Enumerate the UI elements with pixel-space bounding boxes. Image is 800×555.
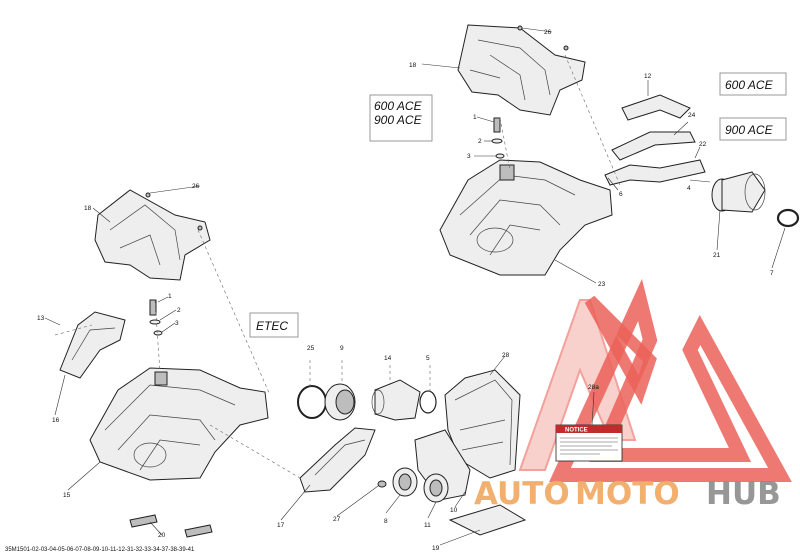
callout-15: 15	[63, 492, 71, 499]
callout-18-upper: 18	[409, 62, 417, 69]
intake-boot	[711, 171, 766, 213]
callout-9: 9	[340, 345, 344, 352]
callout-numbers: 26 18 1 2 3 12 24 22 4 6 21 7 23 26 18 1…	[37, 29, 774, 552]
airbox-lower	[89, 367, 269, 481]
hose-clamp	[776, 208, 800, 228]
engine-label-900-ace-combo: 900 ACE	[374, 113, 423, 127]
callout-28a: 28a	[588, 384, 599, 391]
callout-1-lower: 1	[168, 293, 172, 300]
callout-21: 21	[713, 252, 721, 259]
callout-26-lower: 26	[192, 183, 200, 190]
cover-plate	[59, 311, 126, 379]
etec-adaptor-14	[371, 379, 421, 421]
watermark-word-moto: MOTO	[575, 476, 680, 512]
callout-13: 13	[37, 315, 45, 322]
lower-duct	[299, 427, 376, 493]
engine-label-900-ace: 900 ACE	[725, 123, 774, 137]
engine-label-600-ace: 600 ACE	[725, 78, 774, 92]
etec-ring-9	[324, 383, 356, 421]
callout-28: 28	[502, 352, 510, 359]
callout-2-lower: 2	[177, 307, 181, 314]
callout-20: 20	[158, 532, 166, 539]
callout-8: 8	[384, 518, 388, 525]
etec-oring-5	[419, 390, 437, 414]
fasteners-lower	[149, 299, 163, 336]
callout-10: 10	[450, 507, 458, 514]
assembly-centerlines	[54, 54, 621, 479]
leader-lines	[44, 27, 786, 546]
callout-23: 23	[598, 281, 606, 288]
airbox-upper	[439, 159, 613, 276]
callout-19: 19	[432, 545, 440, 552]
callout-16: 16	[52, 417, 60, 424]
engine-label-etec: ETEC	[256, 319, 288, 333]
callout-22: 22	[699, 141, 707, 148]
hoses-upper	[604, 94, 706, 186]
notice-sticker: NOTICE	[555, 424, 623, 462]
etec-manifold-8-11	[392, 429, 471, 503]
callout-3-upper: 3	[467, 153, 471, 160]
fasteners-upper	[491, 117, 505, 159]
callout-17: 17	[277, 522, 285, 529]
callout-12: 12	[644, 73, 652, 80]
engine-label-600-ace-combo: 600 ACE	[374, 99, 423, 113]
callout-11: 11	[424, 522, 431, 529]
watermark-word-auto: AUTO	[474, 476, 570, 512]
etec-screw-27	[377, 480, 387, 488]
engine-label-600-box: 600 ACE	[719, 72, 787, 96]
callout-6: 6	[619, 191, 623, 198]
engine-label-combo-box: 600 ACE 900 ACE	[369, 94, 433, 142]
callout-1-upper: 1	[473, 114, 477, 121]
callout-24: 24	[688, 112, 696, 119]
engine-label-900-box: 900 ACE	[719, 117, 787, 141]
bracket-upper	[457, 24, 586, 116]
etec-clamp-25	[297, 385, 327, 419]
etec-housing-28	[444, 369, 521, 479]
callout-27: 27	[333, 516, 341, 523]
bracket-lower	[94, 189, 211, 281]
document-id: 35M1501-02-03-04-05-06-07-08-09-10-11-12…	[5, 547, 195, 553]
notice-title: NOTICE	[565, 428, 588, 434]
callout-2-upper: 2	[478, 138, 482, 145]
callout-14: 14	[384, 355, 392, 362]
callout-25: 25	[307, 345, 315, 352]
engine-label-etec-box: ETEC	[249, 312, 299, 338]
watermark-word-hub: HUB	[706, 476, 781, 512]
callout-26-upper: 26	[544, 29, 552, 36]
mounting-tabs	[129, 514, 213, 538]
callout-4: 4	[687, 185, 691, 192]
callout-5: 5	[426, 355, 430, 362]
etec-bracket-19	[448, 504, 527, 536]
callout-3-lower: 3	[175, 320, 179, 327]
watermark-text: AUTO MOTO HUB	[474, 476, 781, 512]
callout-18-lower: 18	[84, 205, 92, 212]
callout-7: 7	[770, 270, 774, 277]
